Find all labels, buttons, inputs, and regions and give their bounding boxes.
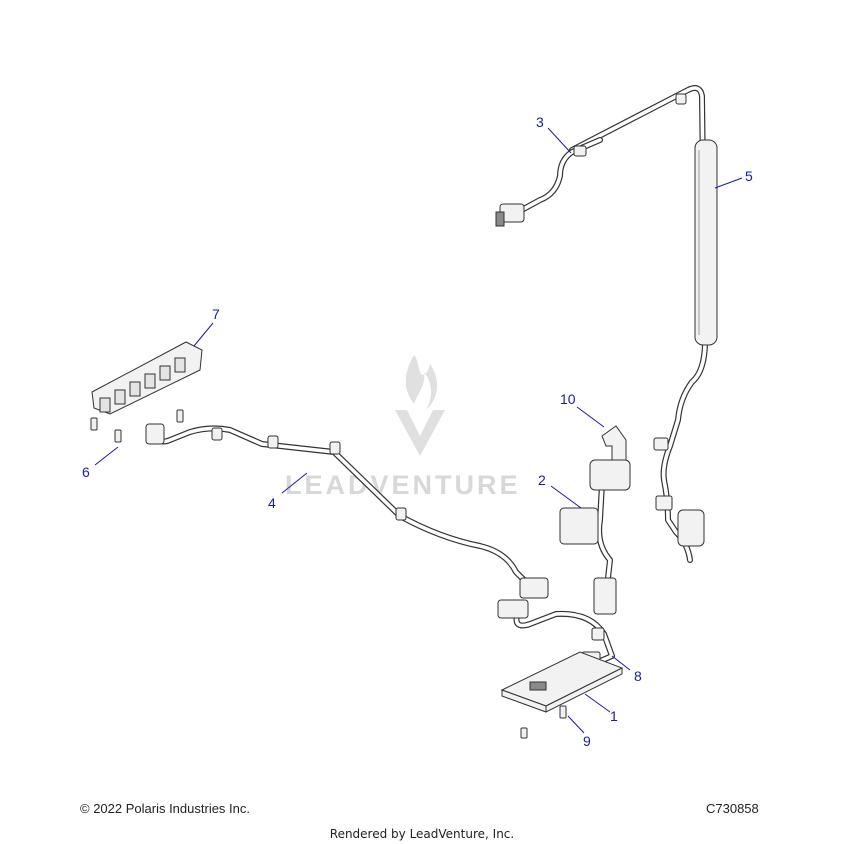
callout-8[interactable]: 8 bbox=[634, 668, 642, 684]
watermark-logo: LEADVENTURE bbox=[285, 355, 521, 500]
rendered-by-text: Rendered by LeadVenture, Inc. bbox=[329, 827, 515, 841]
callout-2[interactable]: 2 bbox=[538, 472, 546, 488]
diagram-code: C730858 bbox=[706, 801, 759, 816]
leader-1 bbox=[584, 693, 611, 713]
leader-10 bbox=[576, 406, 605, 428]
bracket-7 bbox=[91, 341, 203, 415]
module-1 bbox=[500, 651, 624, 713]
screws-6 bbox=[90, 409, 184, 443]
leader-4 bbox=[281, 472, 308, 494]
copyright-text: © 2022 Polaris Industries Inc. bbox=[80, 801, 250, 816]
harness-3 bbox=[495, 93, 687, 227]
callout-6[interactable]: 6 bbox=[82, 464, 90, 480]
screws-9 bbox=[520, 705, 567, 739]
harness-4 bbox=[145, 423, 549, 599]
leader-2 bbox=[550, 485, 582, 509]
callout-9[interactable]: 9 bbox=[583, 733, 591, 749]
callout-3[interactable]: 3 bbox=[536, 114, 544, 130]
leader-5 bbox=[714, 177, 743, 189]
leader-3 bbox=[547, 127, 572, 154]
callout-7[interactable]: 7 bbox=[212, 306, 220, 322]
callout-10[interactable]: 10 bbox=[560, 391, 576, 407]
callout-5[interactable]: 5 bbox=[745, 168, 753, 184]
leader-8 bbox=[611, 655, 631, 671]
module-2 bbox=[559, 459, 631, 615]
leader-9 bbox=[567, 715, 585, 734]
leader-6 bbox=[94, 446, 119, 466]
callout-4[interactable]: 4 bbox=[268, 495, 276, 511]
callout-1[interactable]: 1 bbox=[610, 708, 618, 724]
leader-7 bbox=[193, 322, 214, 347]
watermark-text: LEADVENTURE bbox=[285, 470, 521, 500]
harness-5 bbox=[569, 85, 718, 563]
